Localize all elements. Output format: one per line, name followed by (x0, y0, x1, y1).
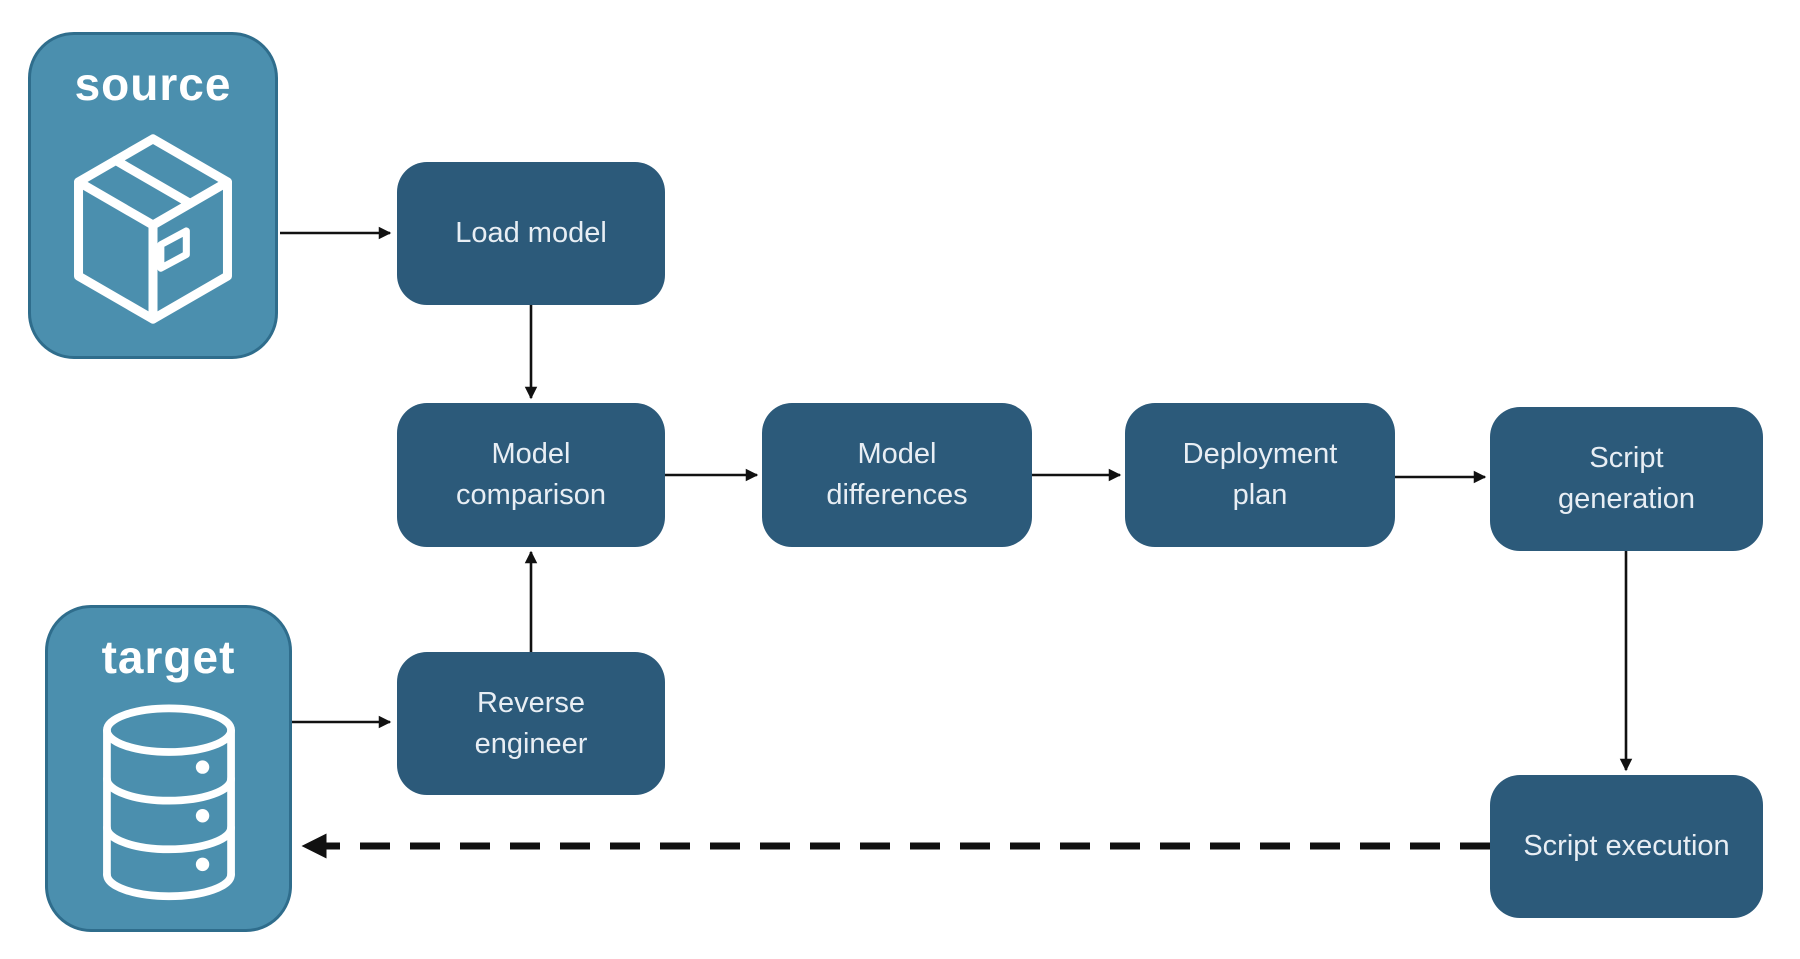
target-label: target (101, 631, 236, 683)
source-label: source (74, 58, 232, 110)
load-model-label: Load model (455, 217, 607, 250)
node-source: source (28, 32, 278, 359)
script-generation-label: Script generation (1557, 442, 1696, 515)
node-model-differences: Model differences (762, 403, 1032, 547)
node-reverse-engineer: Reverse engineer (397, 652, 665, 795)
package-icon (74, 134, 232, 324)
model-differences-label: Model differences (826, 438, 968, 511)
node-script-execution: Script execution (1490, 775, 1763, 918)
deployment-plan-label: Deployment plan (1182, 438, 1338, 511)
node-load-model: Load model (397, 162, 665, 305)
database-icon (102, 704, 235, 901)
node-target: target (45, 605, 292, 932)
model-comparison-label: Model comparison (456, 438, 606, 511)
reverse-engineer-label: Reverse engineer (474, 686, 588, 760)
node-deployment-plan: Deployment plan (1125, 403, 1395, 547)
script-execution-label: Script execution (1523, 830, 1730, 863)
node-script-generation: Script generation (1490, 407, 1763, 551)
node-model-comparison: Model comparison (397, 403, 665, 547)
